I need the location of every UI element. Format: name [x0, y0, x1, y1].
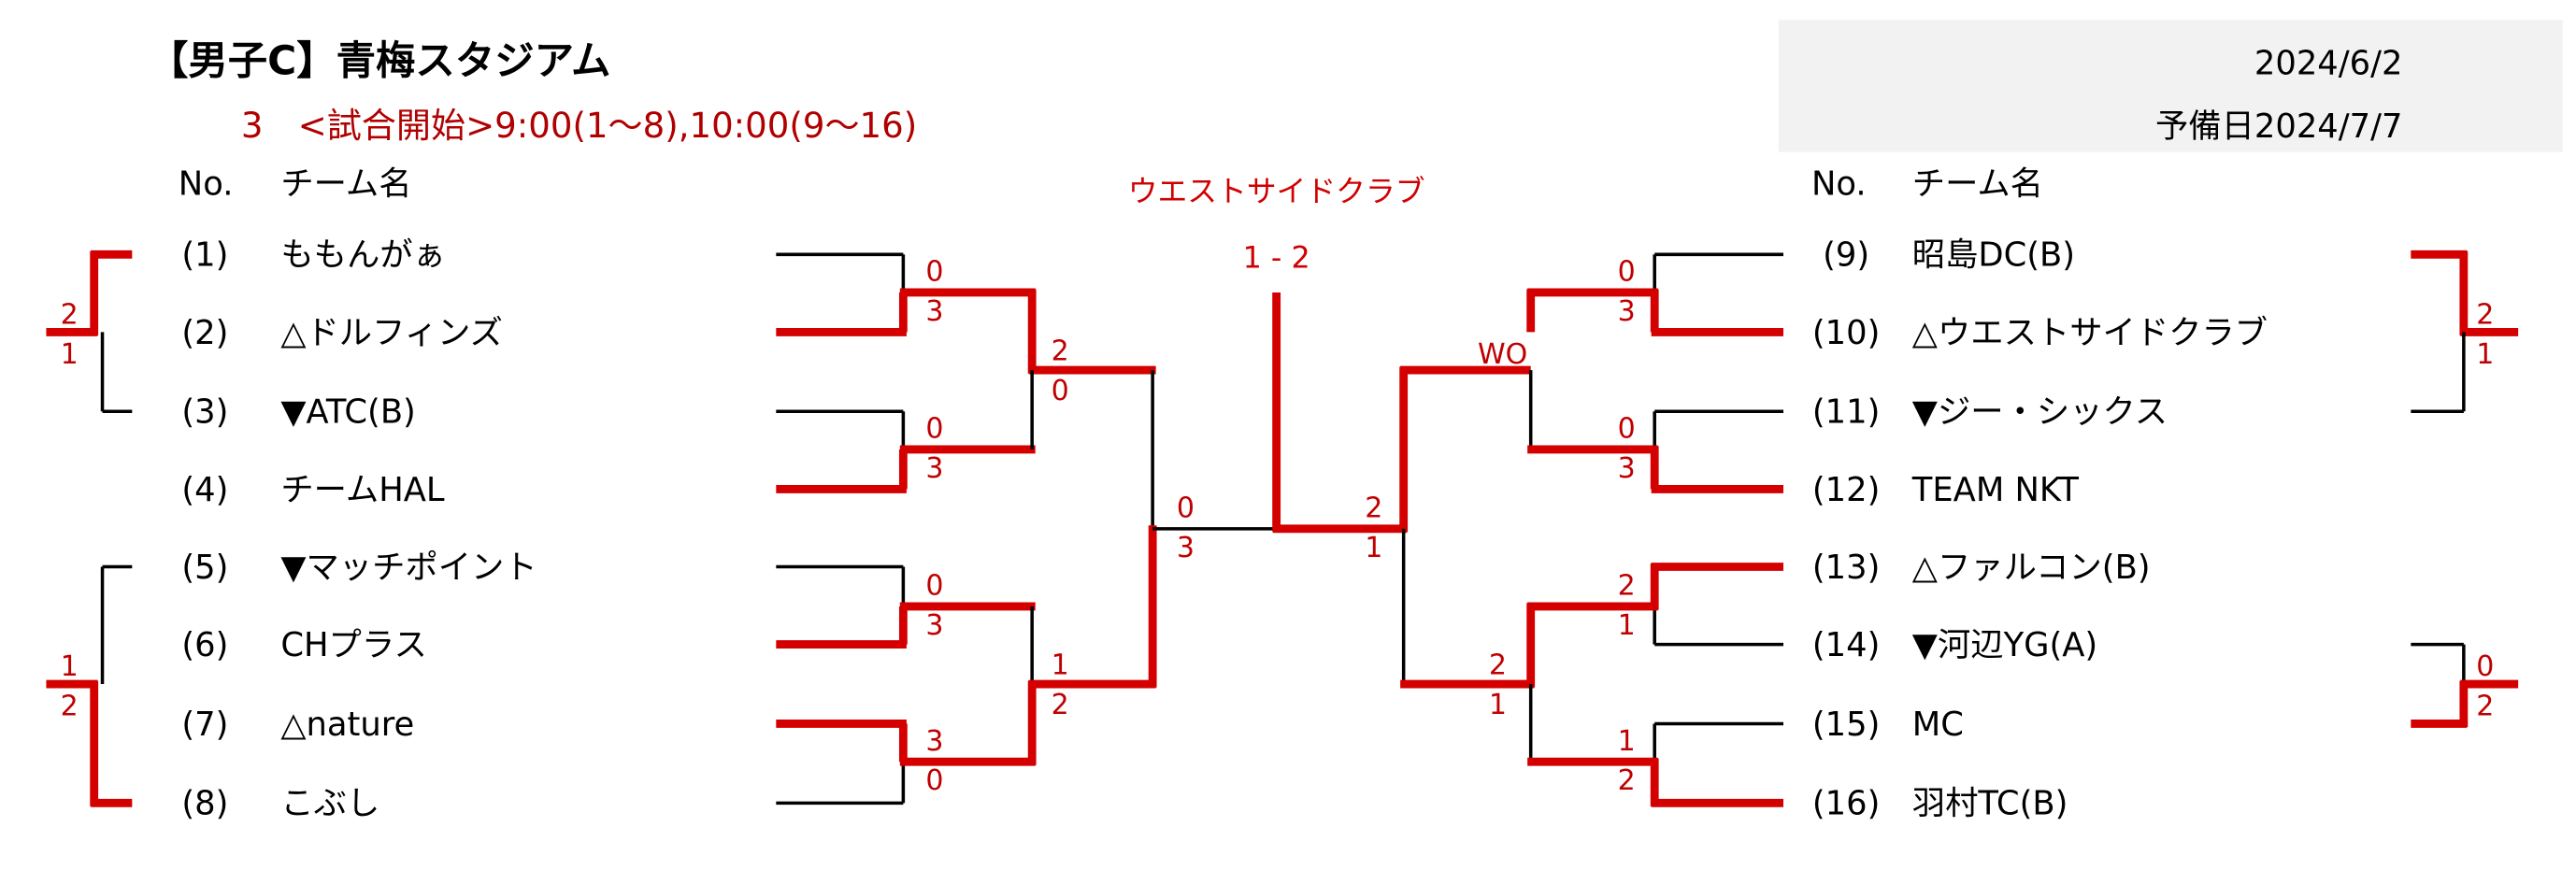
team-number: (2) [181, 314, 228, 352]
score-top: 0 [1618, 413, 1636, 446]
score-bottom: 2 [61, 691, 79, 723]
left-team-header: チーム名 [280, 165, 411, 204]
team-number: (7) [181, 706, 228, 744]
team-number: (16) [1812, 785, 1880, 823]
score-top: 0 [1177, 492, 1195, 524]
score-bottom: 0 [925, 764, 943, 797]
team-name: チームHAL [280, 471, 445, 509]
page-title: 【男子C】青梅スタジアム [149, 39, 610, 85]
score-top: 0 [925, 570, 943, 603]
score-bottom: 3 [925, 295, 943, 328]
team-name: △nature [280, 706, 414, 744]
score-top: 2 [1489, 649, 1507, 681]
score-top: 2 [61, 299, 79, 332]
score-bottom: 3 [1177, 532, 1195, 564]
walkover-label: WO [1478, 338, 1527, 371]
team-number: (8) [181, 785, 228, 823]
score-bottom: 3 [1618, 452, 1636, 485]
reserve-date: 予備日2024/7/7 [2155, 107, 2403, 146]
team-name: MC [1912, 706, 1964, 744]
score-top: 1 [61, 650, 79, 683]
final-score: 1 - 2 [1243, 239, 1310, 275]
team-name: ▼ジー・シックス [1912, 393, 2168, 432]
team-name: ▼河辺YG(A) [1912, 626, 2097, 664]
team-number: (14) [1812, 626, 1880, 664]
left-no-header: No. [179, 165, 234, 204]
team-name: ▼ATC(B) [280, 393, 416, 432]
score-bottom: 2 [1052, 689, 1069, 721]
team-name: ももんがぁ [280, 236, 446, 275]
score-top: 0 [925, 256, 943, 289]
team-number: (1) [181, 236, 228, 275]
score-top: 2 [1365, 492, 1382, 524]
score-bottom: 1 [1365, 532, 1382, 564]
score-bottom: 3 [925, 609, 943, 642]
team-name: △ウエストサイドクラブ [1912, 314, 2268, 352]
date: 2024/6/2 [2254, 45, 2403, 83]
match-schedule: 3 <試合開始>9:00(1～8),10:00(9～16) [241, 106, 917, 146]
team-number: (13) [1812, 549, 1880, 587]
champion-name: ウエストサイドクラブ [1128, 174, 1425, 209]
team-name: CHプラス [280, 626, 426, 664]
score-top: 1 [1618, 725, 1636, 758]
score-top: 0 [2476, 650, 2494, 683]
date-panel [1778, 20, 2563, 152]
score-top: 2 [2476, 299, 2494, 332]
score-bottom: 3 [1618, 295, 1636, 328]
score-bottom: 3 [925, 452, 943, 485]
score-top: 3 [925, 725, 943, 758]
team-number: (9) [1823, 236, 1869, 275]
team-name: 羽村TC(B) [1912, 785, 2068, 823]
right-no-header: No. [1811, 165, 1867, 204]
team-number: (15) [1812, 706, 1880, 744]
team-number: (5) [181, 549, 228, 587]
team-name: TEAM NKT [1911, 471, 2080, 509]
score-bottom: 1 [61, 338, 79, 371]
team-number: (10) [1812, 314, 1880, 352]
score-bottom: 1 [2476, 338, 2494, 371]
team-number: (4) [181, 471, 228, 509]
score-top: 0 [925, 413, 943, 446]
score-bottom: 2 [2476, 691, 2494, 723]
score-bottom: 2 [1618, 764, 1636, 797]
team-number: (11) [1812, 393, 1880, 432]
score-bottom: 1 [1489, 689, 1507, 721]
score-top: 1 [1052, 649, 1069, 681]
score-top: 2 [1618, 570, 1636, 603]
score-top: 2 [1052, 335, 1069, 367]
team-name: △ファルコン(B) [1912, 549, 2151, 587]
team-name: ▼マッチポイント [280, 549, 537, 587]
team-number: (3) [181, 393, 228, 432]
team-name: こぶし [280, 785, 379, 823]
team-number: (12) [1812, 471, 1880, 509]
score-bottom: 0 [1052, 375, 1069, 407]
right-team-header: チーム名 [1912, 165, 2043, 204]
team-number: (6) [181, 626, 228, 664]
score-bottom: 1 [1618, 609, 1636, 642]
team-name: 昭島DC(B) [1912, 236, 2075, 275]
team-name: △ドルフィンズ [280, 314, 503, 352]
score-top: 0 [1618, 256, 1636, 289]
